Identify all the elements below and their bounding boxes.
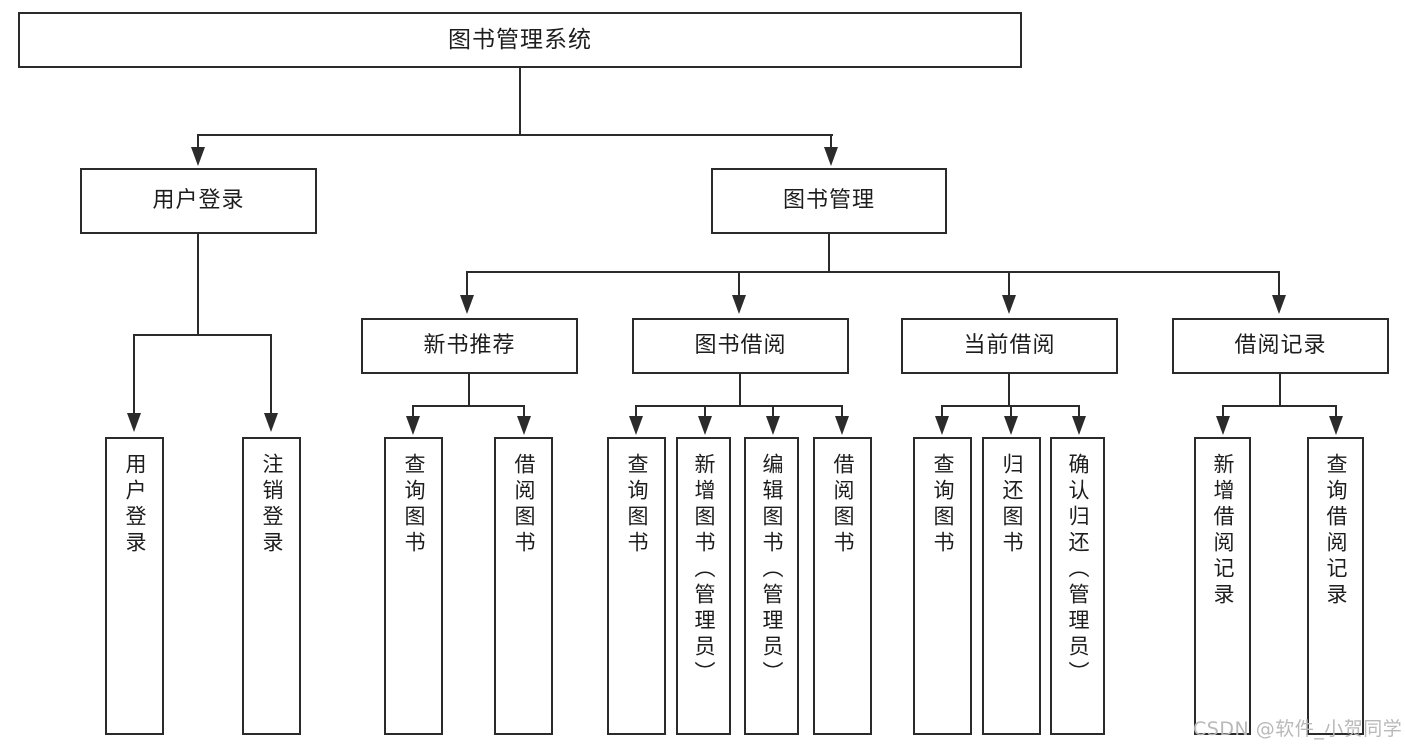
connector-borrow-record-bus xyxy=(1222,405,1337,408)
connector-current-borrow-stem xyxy=(1008,374,1011,407)
leaf-new-book-borrow[interactable]: 借阅图书 xyxy=(494,437,553,735)
node-label: 借阅记录 xyxy=(1234,333,1327,359)
connector-user-login-drop-2 xyxy=(270,334,273,417)
connector-book-manage-drop-1 xyxy=(466,271,469,299)
node-label: 新增图书（管理员） xyxy=(692,453,716,687)
arrow-root-to-user-login xyxy=(191,147,205,166)
node-borrow-record[interactable]: 借阅记录 xyxy=(1172,318,1389,374)
arrow-root-to-book-manage xyxy=(824,147,838,166)
leaf-logout[interactable]: 注销登录 xyxy=(242,437,301,735)
node-label: 查询图书 xyxy=(931,453,955,557)
connector-current-borrow-drop-1 xyxy=(941,405,944,419)
connector-book-manage-drop-2 xyxy=(738,271,741,299)
arrow-book-borrow-leaf-2 xyxy=(698,416,712,435)
node-label: 图书管理系统 xyxy=(448,26,592,53)
arrow-borrow-record-leaf-1 xyxy=(1216,416,1230,435)
arrow-level3-borrow-record xyxy=(1272,295,1286,314)
connector-book-borrow-bus xyxy=(635,405,843,408)
leaf-current-query-book[interactable]: 查询图书 xyxy=(913,437,972,735)
arrow-book-borrow-leaf-4 xyxy=(835,416,849,435)
connector-borrow-record-stem xyxy=(1279,374,1282,407)
node-label: 借阅图书 xyxy=(831,453,855,557)
node-root-library-system[interactable]: 图书管理系统 xyxy=(18,12,1022,68)
leaf-new-book-query[interactable]: 查询图书 xyxy=(384,437,443,735)
connector-root-bus xyxy=(197,134,833,137)
arrow-level3-current-borrow xyxy=(1002,295,1016,314)
leaf-add-book-admin[interactable]: 新增图书（管理员） xyxy=(676,437,731,735)
arrow-current-borrow-leaf-1 xyxy=(935,416,949,435)
node-user-login[interactable]: 用户登录 xyxy=(80,168,317,234)
connector-new-book-drop-2 xyxy=(523,405,526,419)
connector-book-manage-bus xyxy=(466,271,1280,274)
connector-current-borrow-drop-2 xyxy=(1010,405,1013,419)
connector-book-manage-drop-3 xyxy=(1008,271,1011,299)
connector-borrow-record-drop-2 xyxy=(1335,405,1338,419)
leaf-add-borrow-record[interactable]: 新增借阅记录 xyxy=(1194,437,1251,735)
node-new-book-recommend[interactable]: 新书推荐 xyxy=(361,318,578,374)
arrow-level3-book-borrow xyxy=(732,295,746,314)
connector-book-borrow-drop-4 xyxy=(841,405,844,419)
leaf-borrow-query-book[interactable]: 查询图书 xyxy=(607,437,666,735)
connector-root-to-user-login xyxy=(197,134,200,151)
connector-book-manage-drop-4 xyxy=(1278,271,1281,299)
connector-current-borrow-drop-3 xyxy=(1078,405,1081,419)
arrow-user-login-leaf-2 xyxy=(264,413,278,432)
arrow-borrow-record-leaf-2 xyxy=(1329,416,1343,435)
node-label: 查询图书 xyxy=(625,453,649,557)
arrow-current-borrow-leaf-2 xyxy=(1004,416,1018,435)
leaf-user-login[interactable]: 用户登录 xyxy=(105,437,164,735)
connector-new-book-drop-1 xyxy=(412,405,415,419)
connector-user-login-drop-1 xyxy=(133,334,136,417)
connector-user-login-stem xyxy=(197,234,200,336)
connector-user-login-bus xyxy=(133,334,272,337)
connector-book-borrow-drop-3 xyxy=(772,405,775,419)
connector-new-book-bus xyxy=(412,405,525,408)
node-label: 借阅图书 xyxy=(512,453,536,557)
connector-root-stem xyxy=(519,68,522,135)
node-label: 新书推荐 xyxy=(423,333,516,359)
csdn-watermark: CSDN @软件_小贺同学 xyxy=(1193,718,1403,740)
connector-borrow-record-drop-1 xyxy=(1222,405,1225,419)
node-label: 归还图书 xyxy=(1000,453,1024,557)
arrow-level3-new-book xyxy=(460,295,474,314)
node-label: 图书借阅 xyxy=(694,333,787,359)
connector-new-book-stem xyxy=(468,374,471,407)
node-label: 新增借阅记录 xyxy=(1211,453,1235,609)
connector-book-manage-stem xyxy=(828,234,831,273)
arrow-book-borrow-leaf-1 xyxy=(629,416,643,435)
leaf-borrow-book[interactable]: 借阅图书 xyxy=(813,437,872,735)
leaf-edit-book-admin[interactable]: 编辑图书（管理员） xyxy=(744,437,799,735)
connector-book-borrow-drop-2 xyxy=(704,405,707,419)
node-label: 确认归还（管理员） xyxy=(1066,453,1090,687)
node-label: 编辑图书（管理员） xyxy=(760,453,784,687)
leaf-confirm-return-admin[interactable]: 确认归还（管理员） xyxy=(1050,437,1105,735)
node-current-borrow[interactable]: 当前借阅 xyxy=(901,318,1118,374)
connector-book-borrow-stem xyxy=(739,374,742,407)
arrow-current-borrow-leaf-3 xyxy=(1072,416,1086,435)
connector-book-borrow-drop-1 xyxy=(635,405,638,419)
node-label: 图书管理 xyxy=(782,188,875,214)
arrow-new-book-leaf-2 xyxy=(517,416,531,435)
node-label: 查询图书 xyxy=(402,453,426,557)
arrow-new-book-leaf-1 xyxy=(406,416,420,435)
node-label: 查询借阅记录 xyxy=(1324,453,1348,609)
node-label: 用户登录 xyxy=(152,188,245,214)
node-book-borrow[interactable]: 图书借阅 xyxy=(632,318,849,374)
node-label: 当前借阅 xyxy=(963,333,1056,359)
arrow-user-login-leaf-1 xyxy=(127,413,141,432)
arrow-book-borrow-leaf-3 xyxy=(766,416,780,435)
leaf-query-borrow-record[interactable]: 查询借阅记录 xyxy=(1307,437,1364,735)
node-label: 用户登录 xyxy=(123,453,147,557)
node-book-management[interactable]: 图书管理 xyxy=(711,168,947,234)
connector-root-to-book-manage xyxy=(830,134,833,151)
leaf-return-book[interactable]: 归还图书 xyxy=(982,437,1041,735)
node-label: 注销登录 xyxy=(260,453,284,557)
